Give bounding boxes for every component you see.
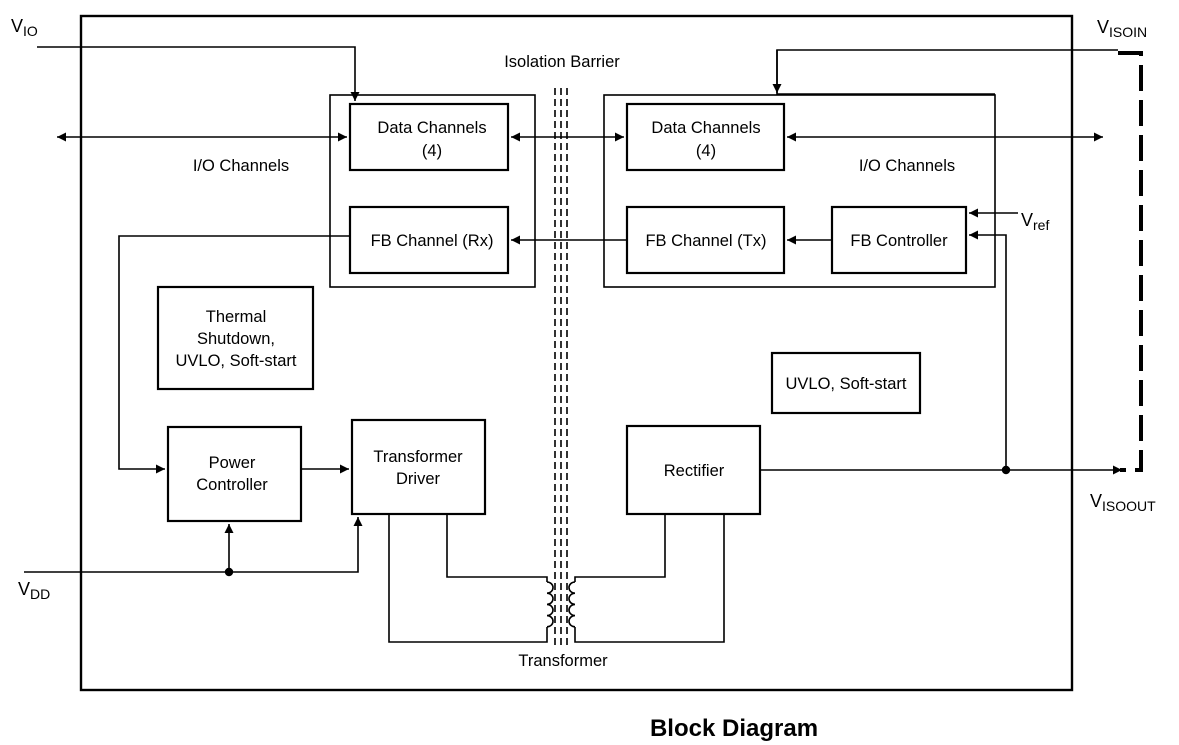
power-controller-label-line2: Controller: [196, 476, 268, 494]
thermal-label-line1: Thermal: [206, 308, 267, 326]
thermal-label-line2: Shutdown,: [197, 330, 275, 348]
visoout-junction-dot: [1001, 465, 1011, 475]
wires: [24, 46, 1122, 643]
rectifier-label: Rectifier: [664, 462, 725, 480]
right-data-channels-label-line2: (4): [696, 142, 716, 160]
power-controller-block: [166, 425, 303, 523]
right-data-channels-block: [625, 102, 786, 172]
fb-controller-label: FB Controller: [850, 232, 948, 250]
visoout-pin-label: VISOOUT: [1090, 491, 1156, 514]
left-channel-group: [329, 94, 536, 288]
transformer-driver-label-line2: Driver: [396, 470, 441, 488]
thermal-label-line3: UVLO, Soft-start: [175, 352, 296, 370]
device-outline: [79, 14, 1074, 692]
left-fb-channel-label: FB Channel (Rx): [371, 232, 494, 250]
uvlo-label: UVLO, Soft-start: [785, 375, 906, 393]
left-io-channels-label: I/O Channels: [193, 157, 289, 175]
right-channel-group: [603, 94, 996, 288]
transformer-driver-label-line1: Transformer: [373, 448, 463, 466]
thermal-block: [156, 285, 315, 391]
right-io-channels-label: I/O Channels: [859, 157, 955, 175]
isolation-barrier-label: Isolation Barrier: [504, 53, 620, 71]
right-fb-channel-label: FB Channel (Tx): [645, 232, 766, 250]
rectifier-block: [625, 424, 762, 516]
uvlo-block: [770, 351, 922, 415]
vdd-pin-label: VDD: [18, 579, 50, 602]
transformer-driver-block: [350, 418, 487, 516]
vref-pin-label: Vref: [1021, 210, 1049, 233]
right-data-channels-label-line1: Data Channels: [651, 119, 760, 137]
power-controller-label-line1: Power: [209, 454, 256, 472]
left-data-channels-label-line1: Data Channels: [377, 119, 486, 137]
visoin-pin-label: VISOIN: [1097, 17, 1147, 40]
isolation-barrier: [554, 88, 568, 645]
right-fb-channel-block: [625, 205, 786, 275]
left-fb-channel-block: [348, 205, 510, 275]
transformer-label: Transformer: [518, 652, 608, 670]
visoin-visoout-dashed-link: [1118, 51, 1143, 472]
left-data-channels-label-line2: (4): [422, 142, 442, 160]
vdd-junction-dot: [224, 567, 234, 577]
diagram-caption: Block Diagram: [650, 715, 818, 742]
left-data-channels-block: [348, 102, 510, 172]
vio-pin-label: VIO: [11, 16, 38, 39]
